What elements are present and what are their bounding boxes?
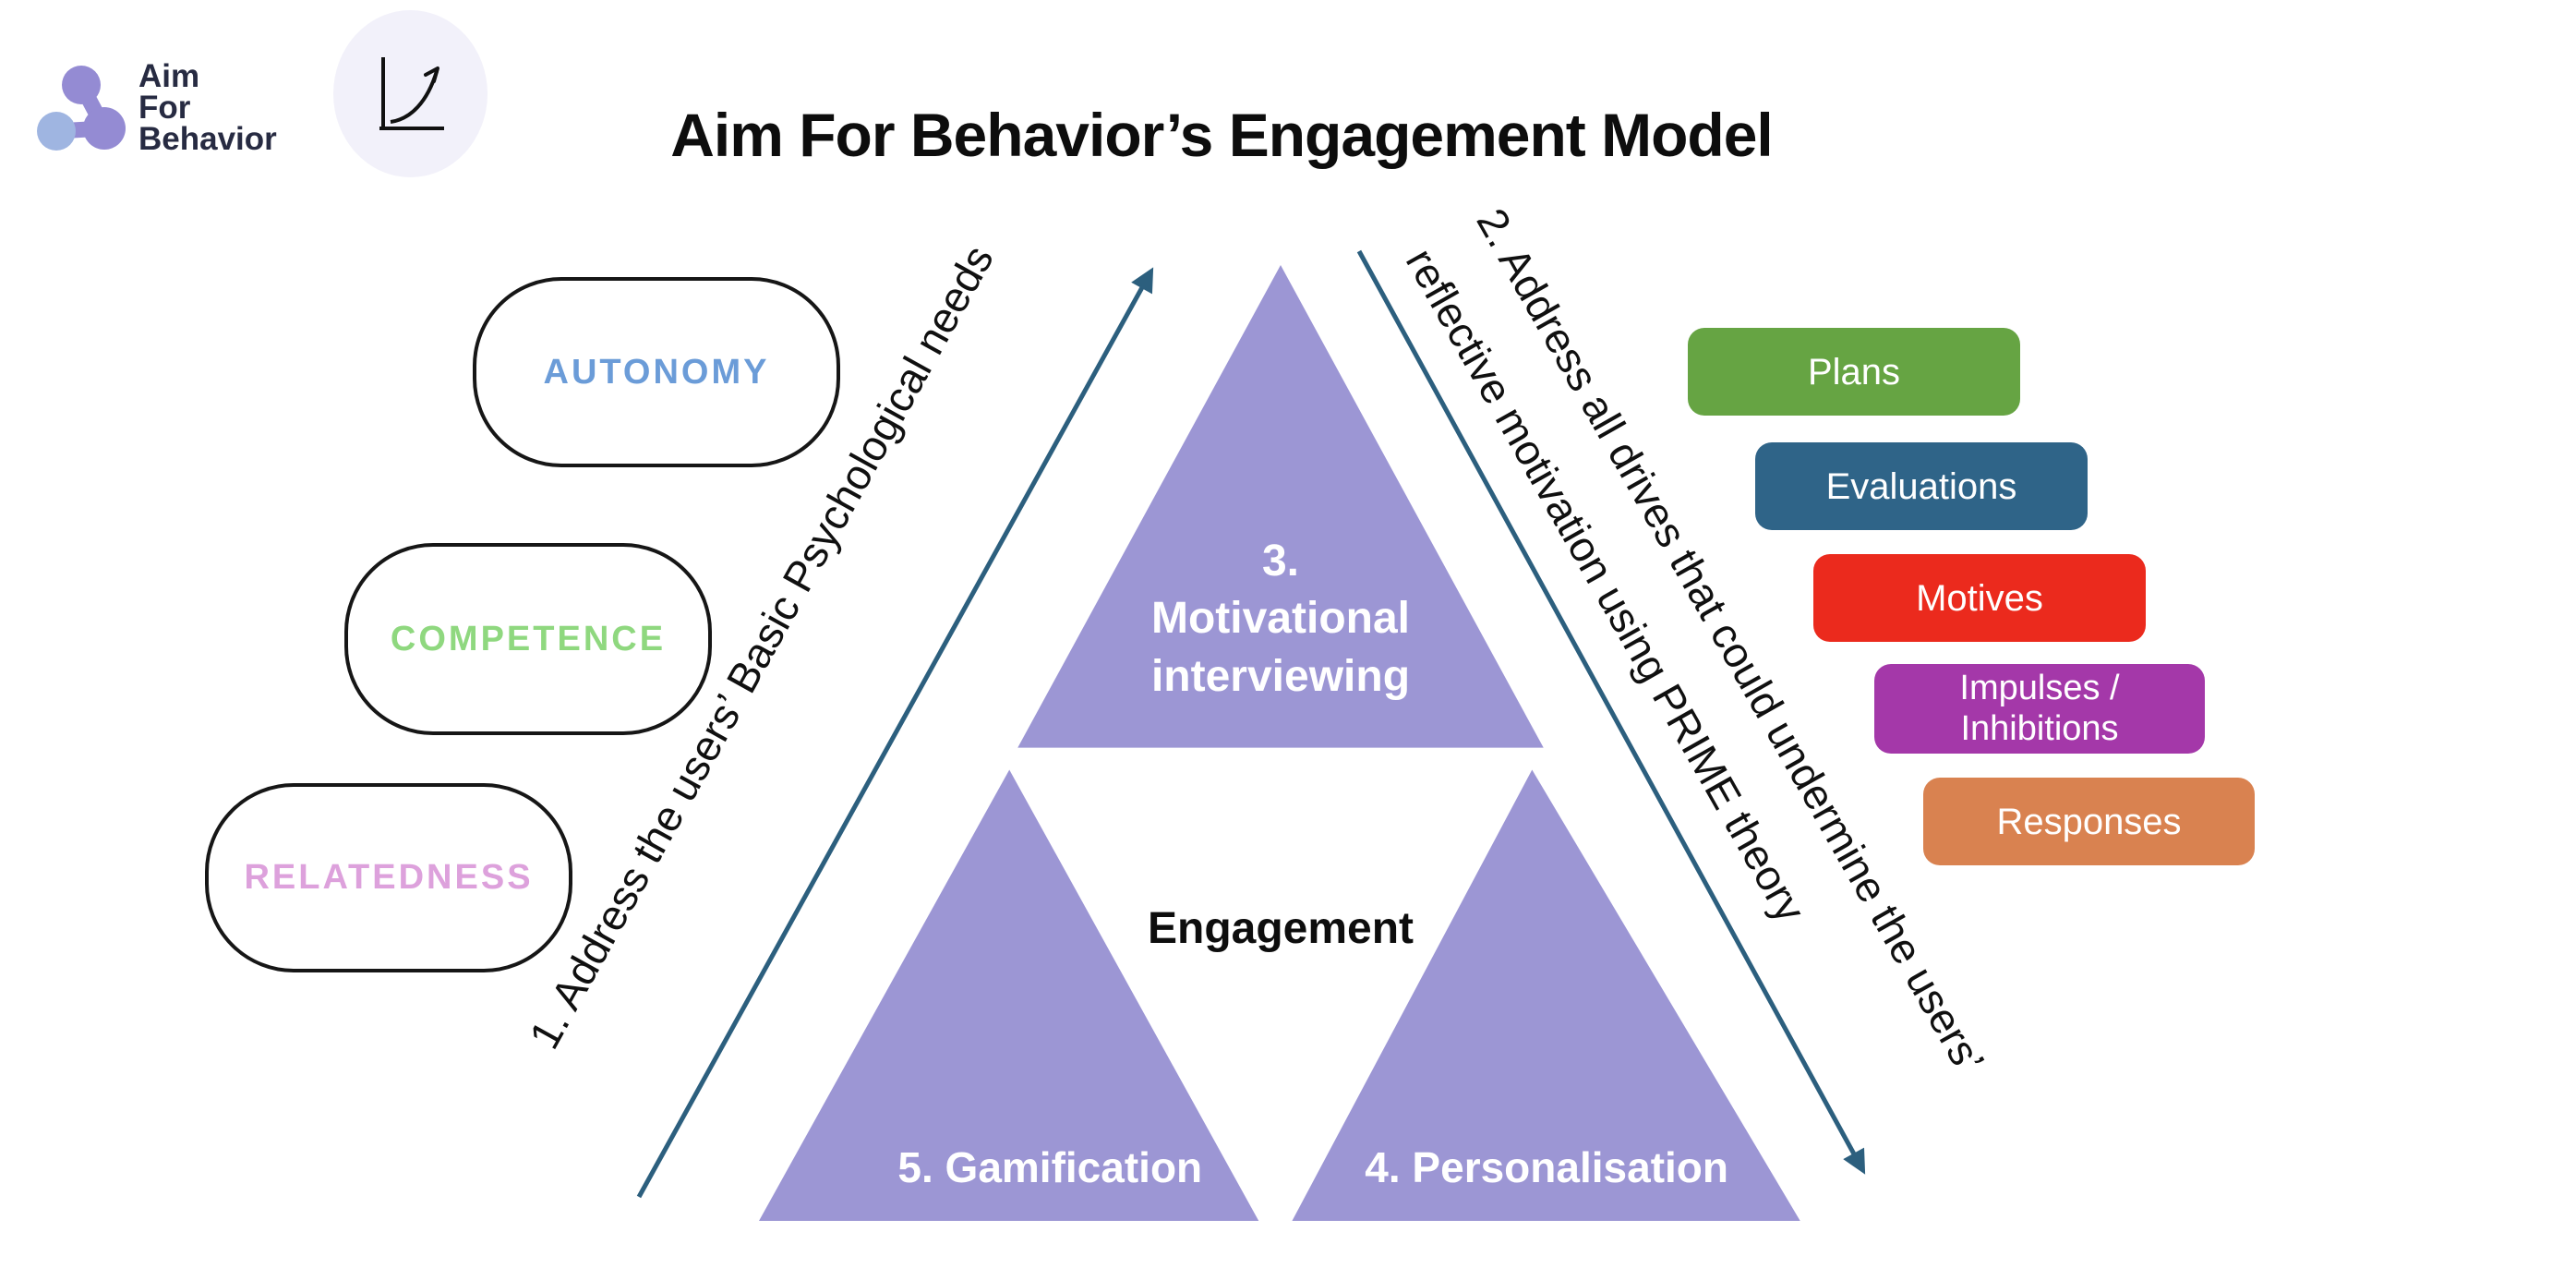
motivational-interviewing-line1: 3.	[1261, 536, 1300, 586]
motivational-interviewing-label: 3. Motivational interviewing	[1151, 533, 1410, 706]
logo-line-1: Aim	[138, 58, 200, 94]
aim-for-behavior-logo-icon	[37, 66, 126, 151]
competence-pill: COMPETENCE	[344, 543, 712, 735]
logo-wordmark: Aim For Behavior	[138, 58, 277, 157]
prime-box-motives: Motives	[1813, 554, 2146, 642]
relatedness-pill: RELATEDNESS	[205, 783, 572, 972]
growth-chart-icon	[379, 56, 444, 130]
competence-pill-label: COMPETENCE	[390, 619, 667, 658]
gamification-label: 5. Gamification	[897, 1143, 1203, 1192]
prime-box-responses: Responses	[1923, 778, 2255, 865]
prime-box-impulses-inhibitions: Impulses / Inhibitions	[1874, 664, 2205, 754]
logo-line-3: Behavior	[138, 121, 277, 157]
page-title: Aim For Behavior’s Engagement Model	[670, 101, 1774, 169]
prime-box-plans: Plans	[1688, 328, 2020, 416]
relatedness-pill-label: RELATEDNESS	[244, 858, 534, 897]
logo-line-2: For	[138, 90, 191, 126]
prime-box-evaluations: Evaluations	[1755, 442, 2088, 530]
engagement-label: Engagement	[1147, 904, 1414, 954]
motivational-interviewing-line2: Motivational	[1150, 594, 1410, 644]
growth-chart-icon-badge	[333, 10, 488, 177]
autonomy-pill: AUTONOMY	[473, 277, 840, 467]
autonomy-pill-label: AUTONOMY	[543, 352, 770, 392]
personalisation-label: 4. Personalisation	[1365, 1143, 1728, 1192]
engagement-pyramid: 3. Motivational interviewing Engagement …	[759, 265, 1802, 1221]
motivational-interviewing-line3: interviewing	[1150, 651, 1411, 701]
